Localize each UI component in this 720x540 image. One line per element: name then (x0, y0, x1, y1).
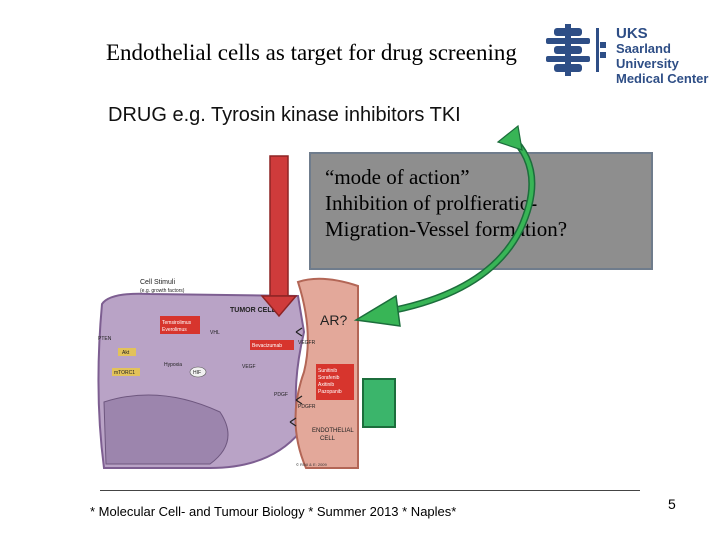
receptor-icons (289, 327, 303, 427)
mtorc1-label: mTORC1 (114, 370, 135, 376)
hif-label: HIF (193, 370, 201, 376)
page-number: 5 (668, 496, 676, 512)
vegfr-label: VEGFR (298, 340, 316, 346)
logo-line-uks: UKS (616, 25, 648, 42)
bevacizumab-box (250, 340, 294, 350)
pdgfr-label: PDGFR (298, 404, 316, 410)
logo-line-university: Saarland University (616, 41, 679, 71)
green-marker-box (362, 378, 396, 428)
nucleus-shape (103, 394, 229, 465)
pdgf-label: PDGF (274, 392, 288, 398)
tumor-cell-label: TUMOR CELL (230, 307, 277, 314)
axitinib-label: Axitinib (318, 382, 334, 388)
cell-stimuli-label: Cell Stimuli (140, 279, 175, 286)
pten-label: PTEN (98, 336, 112, 342)
tki-box (316, 364, 354, 400)
figure-credit: © RINI & E: 2009 (296, 462, 328, 467)
bevacizumab-label: Bevacizumab (252, 343, 282, 349)
ar-question-label: AR? (320, 312, 348, 328)
sorafenib-label: Sorafenib (318, 375, 340, 381)
mode-of-action-callout: “mode of action” Inhibition of prolfiera… (309, 152, 653, 270)
everolimus-label: Everolimus (162, 327, 187, 333)
callout-line-3: Migration-Vessel formation? (325, 217, 568, 241)
vhl-label: VHL (210, 330, 220, 336)
slide-subtitle: DRUG e.g. Tyrosin kinase inhibitors TKI (108, 104, 461, 126)
hif-oval (189, 366, 207, 378)
uks-emblem-icon (546, 24, 606, 76)
slide-footer: * Molecular Cell- and Tumour Biology * S… (90, 504, 457, 519)
endothelial-cell-label-2: CELL (320, 436, 336, 442)
akt-box (118, 348, 136, 356)
pathway-figure: Cell Stimuli (e.g. growth factors) TUMOR… (97, 277, 359, 469)
temsirolimus-box (160, 316, 200, 334)
callout-line-1: “mode of action” (325, 165, 470, 189)
temsirolimus-label: Temsirolimus (162, 320, 192, 326)
sunitinib-label: Sunitinib (318, 368, 337, 374)
slide-title: Endothelial cells as target for drug scr… (106, 40, 517, 65)
hypoxia-label: Hypoxia (164, 362, 182, 368)
akt-label: Akt (122, 350, 130, 356)
vegf-label: VEGF (242, 364, 256, 370)
endothelial-cell-label-1: ENDOTHELIAL (312, 428, 354, 434)
pazopanib-label: Pazopanib (318, 389, 342, 395)
mtorc1-box (112, 368, 140, 376)
cell-stimuli-sub-label: (e.g. growth factors) (140, 288, 185, 294)
footer-divider (100, 490, 640, 491)
callout-line-2: Inhibition of prolfieratio- (325, 191, 538, 215)
logo-line-medical-center: Medical Center (616, 71, 709, 86)
